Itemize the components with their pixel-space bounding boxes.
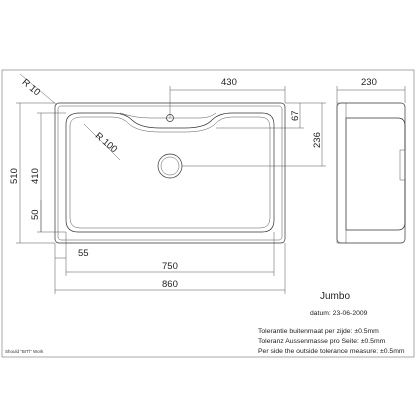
label-860: 860 — [162, 279, 178, 290]
bowl-inner-outline — [69, 116, 271, 229]
sink-outline — [54, 102, 286, 244]
label-230: 230 — [361, 77, 377, 88]
label-236: 236 — [312, 132, 323, 148]
drain-inner — [160, 156, 180, 176]
tolerance-line-nl: Tolerantie buitenmaat per zijde: ±0.5mm — [258, 328, 379, 335]
tolerance-line-de: Toleranz Aussenmasse pro Seite: ±0.5mm — [258, 338, 386, 345]
side-view-overflow — [399, 149, 406, 181]
leader-r100 — [83, 123, 121, 161]
label-750: 750 — [162, 261, 178, 272]
label-430: 430 — [221, 77, 237, 88]
side-view-outline — [336, 102, 406, 244]
drawing-frame — [1, 69, 415, 358]
label-r100: R 100 — [93, 130, 119, 155]
product-name: Jumbo — [320, 291, 350, 302]
side-view-rim — [336, 102, 347, 244]
label-50: 50 — [30, 209, 41, 220]
side-view-bowl — [345, 117, 406, 231]
date-label: datum: 23-06-2009 — [310, 310, 368, 317]
footer-note: Should "BrTl" Work — [5, 349, 44, 354]
sink-inner-rim — [57, 105, 283, 241]
label-r10: R 10 — [20, 77, 42, 98]
bowl-outline — [65, 112, 275, 233]
label-510: 510 — [9, 168, 20, 184]
tolerance-line-en: Per side the outside tolerance measure: … — [258, 348, 405, 355]
label-55: 55 — [78, 248, 89, 259]
label-67: 67 — [290, 110, 301, 121]
tap-deck-edge — [119, 112, 217, 119]
drain-outer — [157, 153, 183, 179]
label-410: 410 — [30, 168, 41, 184]
leader-r10 — [19, 73, 58, 106]
